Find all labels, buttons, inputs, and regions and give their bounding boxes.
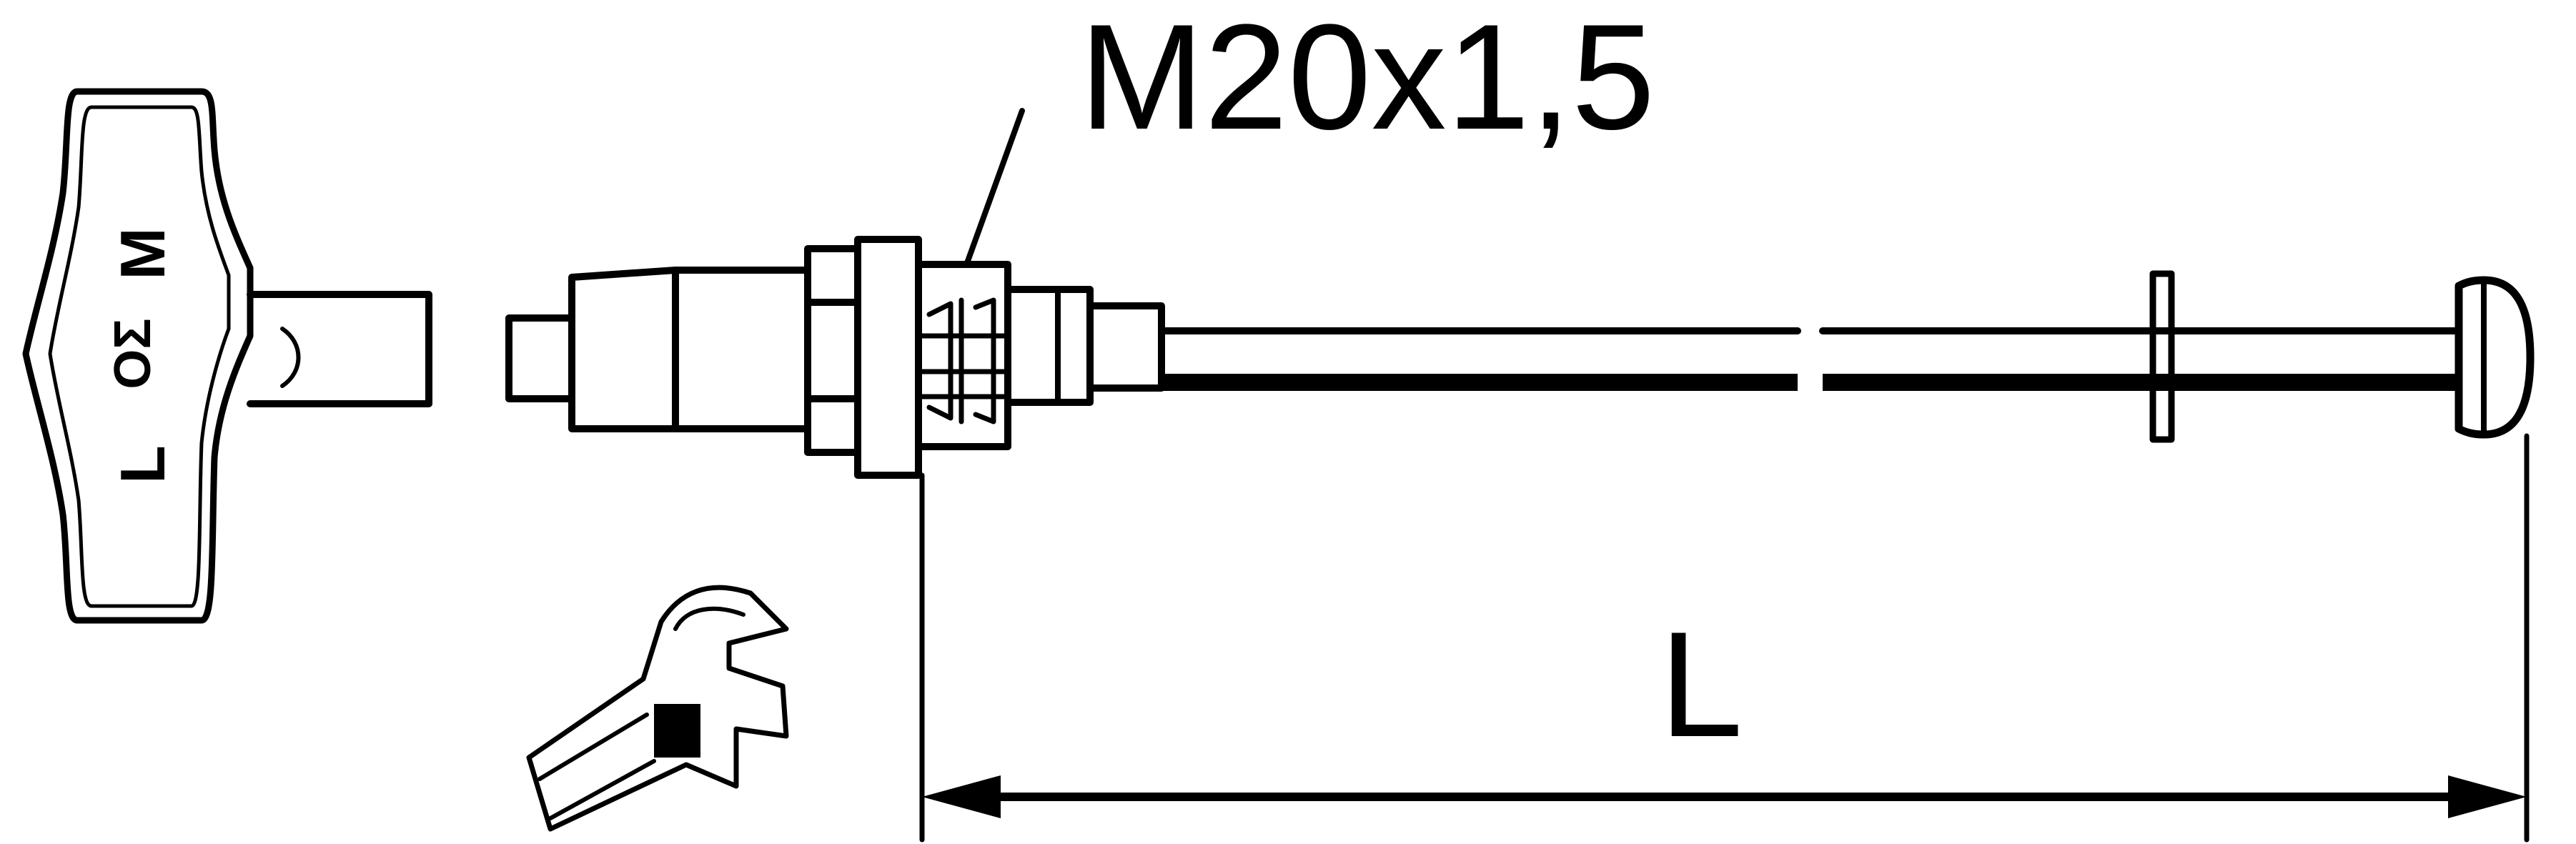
probe-tip: [2454, 276, 2535, 439]
key-marking-middle: ΟΣ: [104, 318, 162, 389]
wrench-icon: [526, 585, 789, 832]
thread-shoulder: [1004, 286, 1094, 406]
sealing-flange: [854, 236, 922, 479]
wrench-grip: [654, 704, 700, 758]
dimension-arrow-right: [2448, 775, 2527, 818]
valve-stem-tip: [505, 314, 575, 402]
probe-neck: [1086, 302, 1165, 392]
hex-nut-upper: [804, 245, 861, 306]
hex-nut-middle: [804, 299, 861, 402]
valve-bonnet: [568, 267, 679, 432]
t-handle-key: M ΟΣ L: [22, 88, 432, 624]
key-stem: [247, 291, 432, 407]
dimension-arrow-left: [922, 775, 1001, 818]
length-label: L: [1660, 600, 1743, 768]
key-handle-inner-outline: [48, 105, 231, 608]
key-marking-bottom: L: [107, 445, 178, 484]
valve-body-block: [672, 267, 811, 432]
thread-size-label: M20x1,5: [1079, 0, 1655, 161]
hex-nut-lower: [804, 395, 861, 456]
key-marking-top: M: [107, 227, 178, 279]
thread-leader-line: [964, 108, 1025, 266]
valve-body: [505, 236, 1165, 479]
key-stem-collar: [280, 327, 301, 388]
key-handle-outline: [22, 88, 254, 624]
probe-ring: [2149, 270, 2175, 443]
thread-ridges: [919, 297, 1007, 425]
probe-rod: [1158, 270, 2535, 443]
length-dimension: L: [919, 433, 2530, 843]
